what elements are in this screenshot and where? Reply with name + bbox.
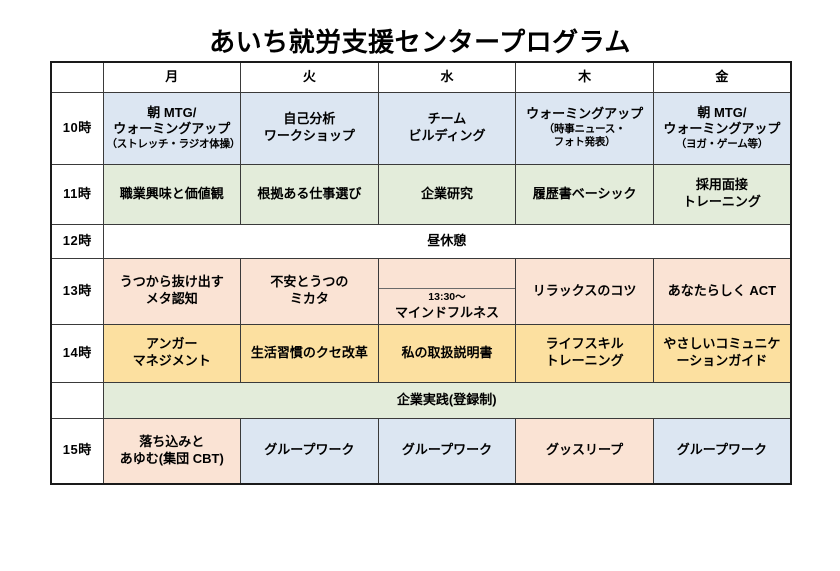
session-title-line: 生活習慣のクセ改革 <box>250 344 368 360</box>
row-time-label: 11時 <box>50 163 104 225</box>
session-cell-mon[interactable]: 落ち込みとあゆむ(集団 CBT) <box>102 417 242 485</box>
session-title-line: 落ち込みと <box>139 434 205 450</box>
session-cell-tue[interactable]: 不安とうつのミカタ <box>240 257 379 325</box>
session-title-line: グッスリープ <box>545 442 624 458</box>
row-time-label: 10時 <box>50 91 104 165</box>
header-day-tue: 火 <box>240 61 379 93</box>
session-title-line: メタ認知 <box>145 291 198 306</box>
session-title-line: マネジメント <box>132 353 211 368</box>
session-cell-mon[interactable]: 職業興味と価値観 <box>102 163 242 225</box>
table-row: 11時職業興味と価値観根拠ある仕事選び企業研究履歴書ベーシック採用面接トレーニン… <box>50 163 792 225</box>
session-title-line: トレーニング <box>545 353 624 368</box>
session-title-line: やさしいコミュニケ <box>663 336 781 352</box>
session-cell-mon[interactable]: うつから抜け出すメタ認知 <box>102 257 242 325</box>
row-time-label: 15時 <box>50 417 104 485</box>
header-row: 月 火 水 木 金 <box>50 61 792 93</box>
session-subtitle: （ストレッチ・ラジオ体操） <box>106 137 241 150</box>
session-cell-fri[interactable]: 朝 MTG/ウォーミングアップ（ヨガ・ゲーム等） <box>652 91 792 165</box>
session-title-line: あなたらしく ACT <box>667 282 777 298</box>
session-title-line: ーションガイド <box>676 353 768 368</box>
row-time-label: 12時 <box>50 223 104 259</box>
session-title-line: あゆむ(集団 CBT) <box>119 450 224 466</box>
session-cell-fri[interactable]: グループワーク <box>652 417 792 485</box>
session-title-line: グループワーク <box>676 442 768 458</box>
table-row: 14時アンガーマネジメント生活習慣のクセ改革私の取扱説明書ライフスキルトレーニン… <box>50 323 792 383</box>
session-subtitle: （時事ニュース・ <box>543 122 626 135</box>
session-title-line: うつから抜け出す <box>119 274 224 290</box>
session-cell-tue[interactable]: 生活習慣のクセ改革 <box>240 323 379 383</box>
session-title-line: アンガー <box>146 336 198 352</box>
header-day-wed: 水 <box>377 61 517 93</box>
session-cell-wed[interactable]: 私の取扱説明書 <box>377 323 517 383</box>
schedule-table: 月 火 水 木 金 10時朝 MTG/ウォーミングアップ（ストレッチ・ラジオ体操… <box>50 61 792 485</box>
schedule-table-wrapper: 月 火 水 木 金 10時朝 MTG/ウォーミングアップ（ストレッチ・ラジオ体操… <box>50 61 792 485</box>
session-title-line: グループワーク <box>264 442 355 458</box>
session-cell-mon[interactable]: アンガーマネジメント <box>102 323 242 383</box>
header-day-mon: 月 <box>102 61 242 93</box>
session-title-line: 朝 MTG/ <box>697 104 747 120</box>
table-body: 10時朝 MTG/ウォーミングアップ（ストレッチ・ラジオ体操）自己分析ワークショ… <box>50 91 792 485</box>
row-time-label: 13時 <box>50 257 104 325</box>
session-cell-tue[interactable]: 自己分析ワークショップ <box>240 91 379 165</box>
session-cell-mon[interactable]: 朝 MTG/ウォーミングアップ（ストレッチ・ラジオ体操） <box>102 91 242 165</box>
merged-session-cell[interactable]: 昼休憩 <box>102 223 792 259</box>
session-subtitle: フォト発表） <box>553 136 616 149</box>
session-title-line: ウォーミングアップ <box>526 106 644 122</box>
session-title-line: ビルディング <box>408 128 486 143</box>
session-title-line: 朝 MTG/ <box>147 104 197 120</box>
header-day-fri: 金 <box>652 61 792 93</box>
session-cell-timed-slot[interactable]: 13:30〜マインドフルネス <box>379 289 516 323</box>
session-title-line: 職業興味と価値観 <box>119 185 224 201</box>
table-row: 10時朝 MTG/ウォーミングアップ（ストレッチ・ラジオ体操）自己分析ワークショ… <box>50 91 792 165</box>
merged-session-cell[interactable]: 企業実践(登録制) <box>102 381 792 419</box>
session-title-line: 私の取扱説明書 <box>401 344 493 360</box>
session-cell-empty-slot <box>378 259 516 290</box>
session-title-line: グループワーク <box>401 442 493 458</box>
session-title-line: 根拠ある仕事選び <box>257 185 362 201</box>
session-title-line: 履歴書ベーシック <box>532 185 637 201</box>
session-cell-thu[interactable]: グッスリープ <box>515 417 654 485</box>
session-cell-thu[interactable]: ウォーミングアップ（時事ニュース・フォト発表） <box>515 91 654 165</box>
session-title-line: ウォーミングアップ <box>113 121 231 137</box>
session-cell-thu[interactable]: ライフスキルトレーニング <box>515 323 654 383</box>
session-title-line: チーム <box>427 111 467 127</box>
table-row: 企業実践(登録制) <box>50 381 792 419</box>
session-title-line: ウォーミングアップ <box>663 121 781 137</box>
session-title-line: ミカタ <box>289 291 329 306</box>
session-cell-fri[interactable]: あなたらしく ACT <box>652 257 792 325</box>
session-cell-tue[interactable]: 根拠ある仕事選び <box>240 163 379 225</box>
session-title-line: 企業研究 <box>420 185 473 201</box>
header-corner <box>50 61 104 93</box>
session-title-line: ライフスキル <box>545 336 624 352</box>
page-title: あいち就労支援センタープログラム <box>209 27 631 57</box>
session-title-line: トレーニング <box>682 194 761 209</box>
session-cell-fri[interactable]: 採用面接トレーニング <box>652 163 792 225</box>
session-title: マインドフルネス <box>394 304 499 320</box>
session-title-line: 採用面接 <box>695 177 748 193</box>
session-cell-thu[interactable]: リラックスのコツ <box>515 257 654 325</box>
session-start-time: 13:30〜 <box>428 291 466 304</box>
session-cell-wed[interactable]: グループワーク <box>377 417 517 485</box>
session-cell-tue[interactable]: グループワーク <box>240 417 379 485</box>
session-title-line: 自己分析 <box>283 111 336 127</box>
row-time-label <box>50 381 104 419</box>
header-day-thu: 木 <box>515 61 654 93</box>
table-header: 月 火 水 木 金 <box>50 61 792 93</box>
session-cell-wed[interactable]: 13:30〜マインドフルネス <box>377 257 517 325</box>
session-title-line: 不安とうつの <box>270 274 349 290</box>
table-row: 15時落ち込みとあゆむ(集団 CBT)グループワークグループワークグッスリープグ… <box>50 417 792 485</box>
session-cell-thu[interactable]: 履歴書ベーシック <box>515 163 654 225</box>
row-time-label: 14時 <box>50 323 104 383</box>
session-cell-fri[interactable]: やさしいコミュニケーションガイド <box>652 323 792 383</box>
session-cell-wed[interactable]: チームビルディング <box>377 91 517 165</box>
session-title-line: リラックスのコツ <box>532 282 637 298</box>
session-title-line: ワークショップ <box>263 128 355 143</box>
session-subtitle: （ヨガ・ゲーム等） <box>675 137 769 150</box>
table-row: 12時昼休憩 <box>50 223 792 259</box>
session-cell-wed[interactable]: 企業研究 <box>377 163 517 225</box>
